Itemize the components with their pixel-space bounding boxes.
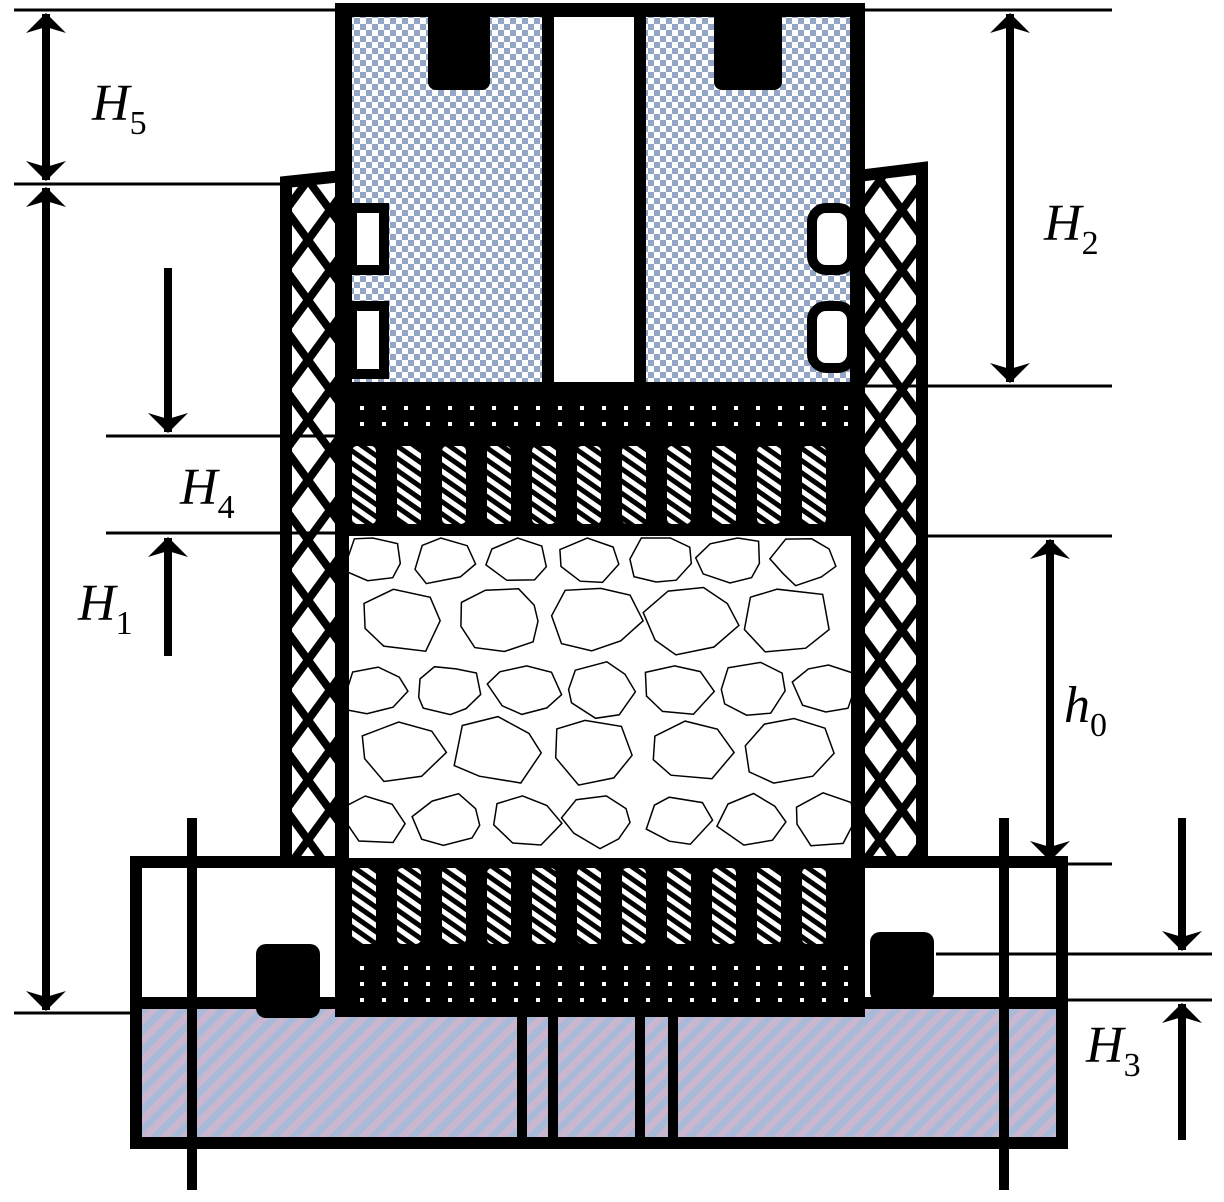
- o-ring-right: [870, 932, 934, 1002]
- soil-grain: [795, 791, 855, 847]
- filter-bar: [802, 446, 826, 524]
- soil-grain: [453, 715, 543, 784]
- filter-bar: [352, 868, 376, 944]
- label-h1: H1: [77, 575, 133, 642]
- filter-bar: [622, 446, 646, 524]
- soil-specimen: [346, 536, 856, 858]
- label-h2: H2: [1043, 195, 1099, 262]
- soil-grain: [559, 537, 620, 584]
- soil-grain: [642, 586, 740, 656]
- soil-grain: [347, 537, 402, 582]
- soil-grain: [492, 795, 563, 846]
- label-h5: H5: [91, 75, 147, 142]
- soil-grain: [652, 720, 736, 780]
- filter-bar: [757, 868, 781, 944]
- column-outline: [335, 3, 865, 1017]
- filter-bar: [397, 446, 421, 524]
- label-h0: h0: [1064, 677, 1107, 744]
- filter-bar: [442, 446, 466, 524]
- soil-grain: [744, 717, 835, 784]
- upper-porous-stone: [346, 388, 856, 536]
- soil-grain: [486, 665, 563, 716]
- soil-grain: [484, 537, 548, 582]
- filter-bar: [532, 868, 556, 944]
- soil-grain: [363, 588, 442, 653]
- soil-grain: [715, 792, 787, 846]
- soil-grain: [560, 795, 631, 850]
- soil-grain: [629, 537, 693, 583]
- filter-bar: [397, 868, 421, 944]
- soil-grain: [768, 538, 837, 587]
- soil-grain: [644, 665, 716, 715]
- soil-grain: [694, 537, 761, 584]
- filter-bar: [532, 446, 556, 524]
- soil-grain: [417, 665, 482, 716]
- filter-bar: [352, 446, 376, 524]
- ring-left: [280, 169, 348, 868]
- filter-bar: [577, 446, 601, 524]
- label-h4: H4: [179, 459, 235, 526]
- soil-grain: [743, 588, 830, 653]
- soil-grain: [791, 664, 855, 713]
- loading-piston: [340, 4, 862, 394]
- soil-grain: [411, 792, 481, 847]
- filter-bar: [712, 868, 736, 944]
- filter-bar: [577, 868, 601, 944]
- filter-bar: [487, 868, 511, 944]
- soil-grain: [567, 660, 637, 720]
- base-plate: [130, 997, 1068, 1149]
- filter-bar: [667, 446, 691, 524]
- filter-bar: [622, 868, 646, 944]
- soil-grain: [554, 719, 633, 786]
- soil-grain: [361, 721, 448, 783]
- soil-grain: [720, 661, 786, 716]
- filter-bar: [712, 446, 736, 524]
- dimension-arrows: [26, 12, 1202, 1140]
- filter-bar: [442, 868, 466, 944]
- soil-grain: [460, 588, 539, 653]
- soil-grain: [645, 796, 714, 845]
- lower-porous-stone: [346, 858, 856, 1008]
- filter-bar: [757, 446, 781, 524]
- label-h3: H3: [1085, 1017, 1141, 1084]
- soil-grain: [550, 587, 645, 652]
- soil-grain: [414, 537, 477, 585]
- ring-right: [852, 161, 928, 868]
- filter-bar: [487, 446, 511, 524]
- filter-bar: [802, 868, 826, 944]
- filter-bar: [667, 868, 691, 944]
- dimension-lines: [14, 8, 1212, 1015]
- o-ring-left: [256, 944, 320, 1018]
